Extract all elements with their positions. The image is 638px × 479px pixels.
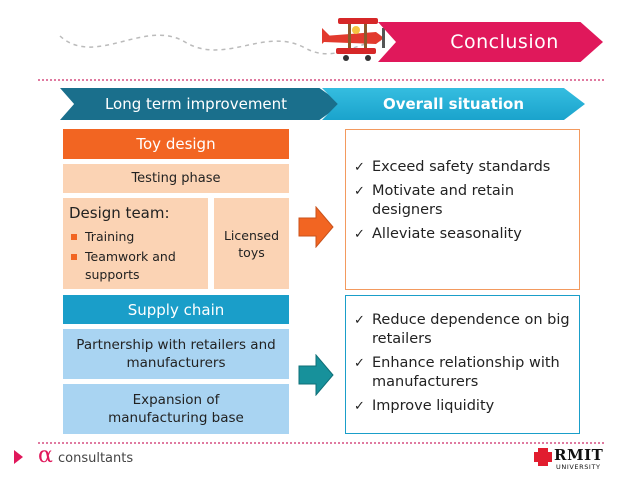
checkmark-icon: ✓	[354, 354, 372, 392]
supply-chain-label: Supply chain	[128, 301, 225, 319]
rmit-logo: RMIT UNIVERSITY	[534, 446, 610, 472]
expansion-label: Expansion of manufacturing base	[63, 391, 289, 427]
checkmark-icon: ✓	[354, 182, 372, 220]
testing-phase-label: Testing phase	[131, 171, 220, 186]
licensed-toys-box: Licensed toys	[214, 198, 289, 289]
top-divider	[38, 79, 604, 81]
list-item: ✓ Improve liquidity	[354, 397, 571, 416]
right-arrow-icon	[298, 206, 334, 248]
toy-design-results: ✓ Exceed safety standards ✓ Motivate and…	[345, 129, 580, 290]
list-item: Training	[69, 228, 202, 246]
result-text: Exceed safety standards	[372, 158, 550, 177]
supply-chain-heading: Supply chain	[63, 295, 289, 324]
result-text: Reduce dependence on big retailers	[372, 311, 571, 349]
checkmark-icon: ✓	[354, 311, 372, 349]
toy-design-label: Toy design	[136, 135, 215, 153]
square-bullet-icon	[71, 254, 77, 260]
company-name: consultants	[58, 451, 133, 466]
checkmark-icon: ✓	[354, 397, 372, 416]
biplane-icon	[318, 14, 388, 62]
logo-text: RMIT	[554, 446, 603, 464]
supply-chain-results: ✓ Reduce dependence on big retailers ✓ E…	[345, 295, 580, 434]
overall-situation-chevron: Overall situation	[322, 88, 585, 120]
logo-subtext: UNIVERSITY	[556, 463, 601, 471]
toy-design-heading: Toy design	[63, 129, 289, 159]
design-team-item: Teamwork and supports	[85, 248, 202, 284]
result-text: Improve liquidity	[372, 397, 494, 416]
checkmark-icon: ✓	[354, 158, 372, 177]
list-item: Teamwork and supports	[69, 248, 202, 284]
result-text: Enhance relationship with manufacturers	[372, 354, 571, 392]
result-text: Motivate and retain designers	[372, 182, 571, 220]
licensed-toys-label: Licensed toys	[214, 227, 289, 261]
design-team-title: Design team:	[69, 204, 202, 222]
right-arrow-icon	[298, 354, 334, 396]
testing-phase-box: Testing phase	[63, 164, 289, 193]
list-item: ✓ Enhance relationship with manufacturer…	[354, 354, 571, 392]
expansion-box: Expansion of manufacturing base	[63, 384, 289, 434]
alpha-logo: α	[38, 443, 53, 468]
list-item: ✓ Reduce dependence on big retailers	[354, 311, 571, 349]
result-text: Alleviate seasonality	[372, 225, 522, 244]
conclusion-banner: Conclusion	[378, 22, 603, 62]
bottom-divider	[38, 442, 604, 444]
list-item: ✓ Alleviate seasonality	[354, 225, 571, 244]
partnership-box: Partnership with retailers and manufactu…	[63, 329, 289, 379]
footer-triangle-icon	[14, 450, 23, 464]
chevron-right-label: Overall situation	[383, 95, 524, 113]
chevron-left-label: Long term improvement	[105, 95, 287, 113]
partnership-label: Partnership with retailers and manufactu…	[63, 336, 289, 372]
design-team-item: Training	[85, 228, 134, 246]
design-team-box: Design team: Training Teamwork and suppo…	[63, 198, 208, 289]
long-term-improvement-chevron: Long term improvement	[60, 88, 342, 120]
rmit-emblem-icon	[534, 448, 552, 466]
square-bullet-icon	[71, 234, 77, 240]
list-item: ✓ Exceed safety standards	[354, 158, 571, 177]
list-item: ✓ Motivate and retain designers	[354, 182, 571, 220]
checkmark-icon: ✓	[354, 225, 372, 244]
page-title: Conclusion	[450, 31, 559, 53]
